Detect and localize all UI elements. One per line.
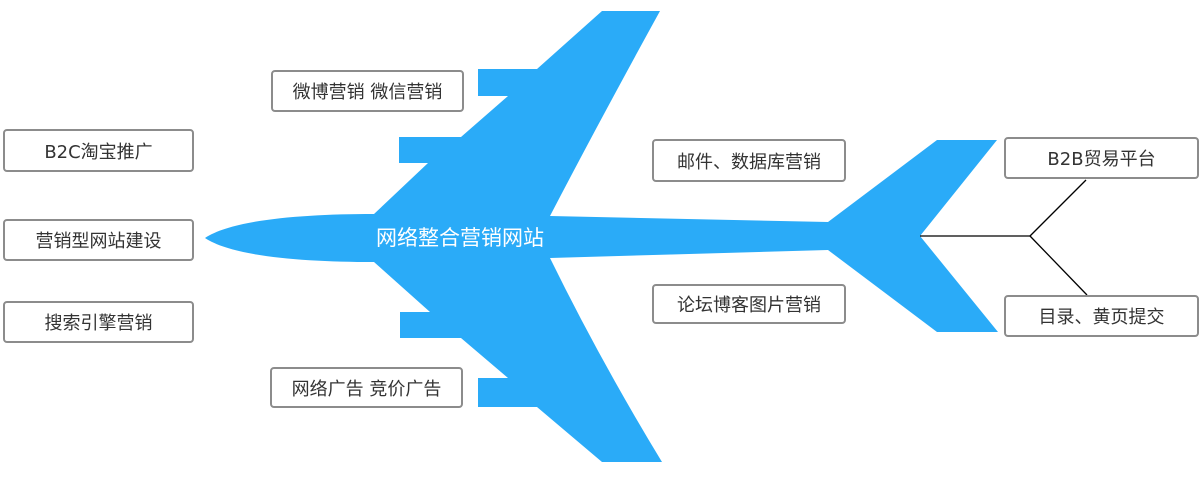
node-online-ads[interactable]: 网络广告 竞价广告 [270,367,463,408]
connector-line [1029,179,1087,237]
central-topic: 网络整合营销网站 [376,226,544,250]
airplane-shape [205,11,998,462]
node-b2c[interactable]: B2C淘宝推广 [3,129,194,172]
node-forum-blog[interactable]: 论坛博客图片营销 [652,284,846,324]
connector-line [1029,235,1088,296]
node-weibo-weixin[interactable]: 微博营销 微信营销 [271,70,464,112]
node-website-building[interactable]: 营销型网站建设 [3,219,194,261]
node-search-engine[interactable]: 搜索引擎营销 [3,301,194,343]
node-directory[interactable]: 目录、黄页提交 [1004,295,1199,337]
node-b2b[interactable]: B2B贸易平台 [1004,137,1199,179]
node-email-database[interactable]: 邮件、数据库营销 [652,139,846,182]
